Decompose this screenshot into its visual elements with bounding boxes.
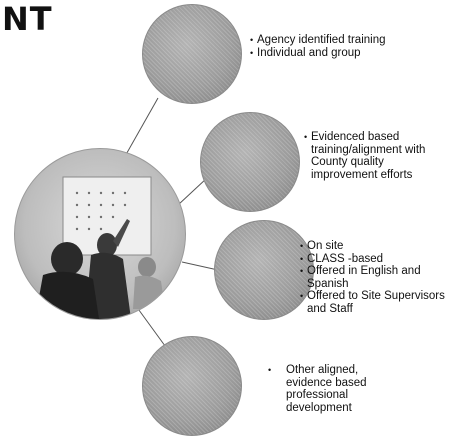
node-1-bullet: Agency identified training	[250, 34, 400, 47]
node-3-circle	[214, 220, 314, 320]
node-3-bullets: On site CLASS -based Offered in English …	[300, 240, 452, 315]
node-1-bullet: Individual and group	[250, 47, 400, 60]
page-title: NT	[2, 0, 53, 38]
node-4-bullets: Other aligned, evidence based profession…	[268, 364, 398, 414]
node-2-circle	[200, 112, 300, 212]
node-1-bullets: Agency identified training Individual an…	[250, 34, 400, 59]
node-4-circle	[142, 336, 242, 436]
node-4-bullet: Other aligned, evidence based profession…	[268, 364, 398, 414]
node-3-bullet: Offered in English and Spanish	[300, 265, 452, 290]
node-1-circle	[142, 4, 242, 104]
classroom-photo-image	[35, 176, 165, 319]
node-2-bullets: Evidenced based training/alignment with …	[304, 131, 450, 181]
node-3-bullet: CLASS -based	[300, 253, 452, 266]
node-2-bullet: Evidenced based training/alignment with …	[304, 131, 450, 181]
node-3-bullet: On site	[300, 240, 452, 253]
node-3-bullet: Offered to Site Supervisors and Staff	[300, 290, 452, 315]
classroom-photo	[14, 148, 186, 320]
